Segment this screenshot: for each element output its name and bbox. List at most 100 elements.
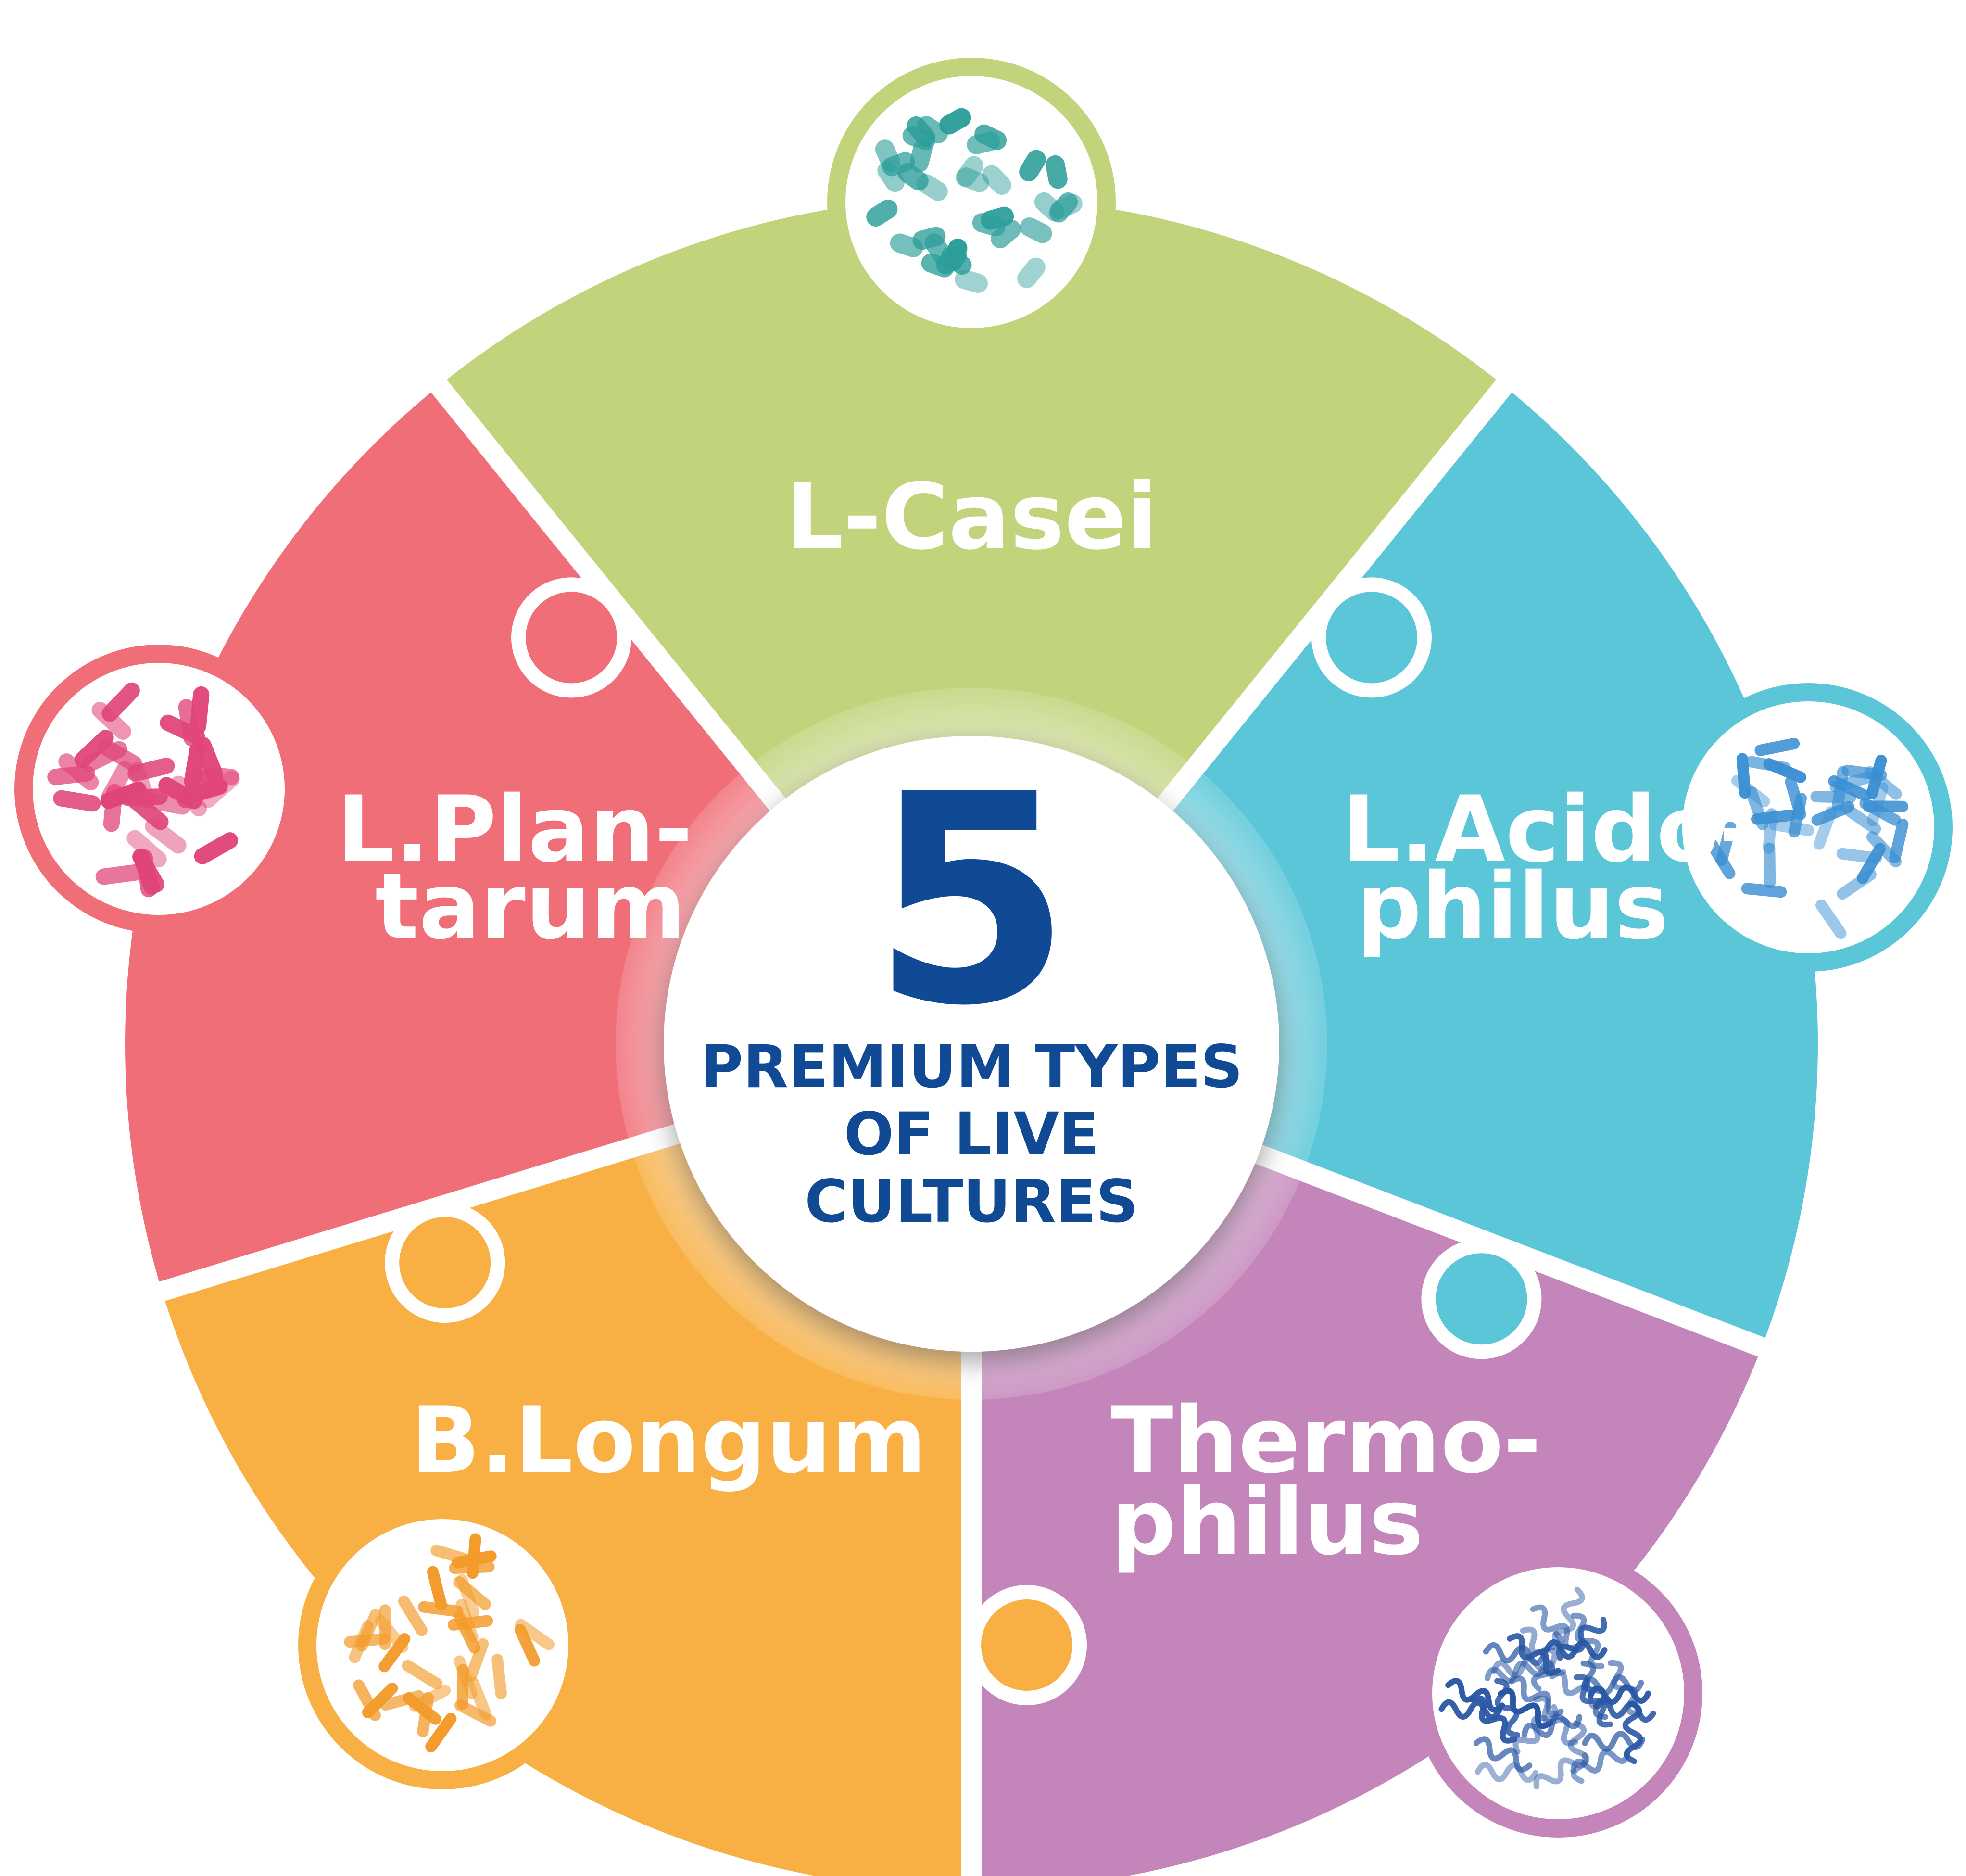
label-thermophilus-line-1: Thermo-	[1111, 1387, 1541, 1494]
orange-branched-bacteria-icon	[298, 1501, 587, 1789]
puzzle-knob-fill	[1325, 592, 1417, 684]
label-plantarum-line-1: L.Plan-	[337, 776, 693, 883]
microbe-cell	[974, 124, 1007, 150]
microbe-cell	[1520, 1626, 1566, 1676]
microbe-cell	[145, 818, 187, 854]
microbe-cell	[1763, 758, 1806, 783]
microbe-cell	[101, 682, 140, 722]
microbe-cell	[58, 753, 99, 791]
microbe-cell	[1580, 1661, 1608, 1720]
microbe-cell	[127, 758, 175, 782]
microbe-cell	[453, 1576, 491, 1610]
microbe-cell	[1706, 838, 1736, 879]
microbe-cell	[379, 1604, 391, 1650]
microbe-cell	[1531, 1631, 1564, 1692]
microbe-cell	[1859, 798, 1901, 826]
microbe-cell	[1866, 754, 1887, 799]
puzzle-knob-4	[967, 1585, 1087, 1705]
microbe-cell	[1438, 1699, 1502, 1721]
center-hub: 5 PREMIUM TYPES OF LIVE CULTURES	[616, 688, 1327, 1400]
microbe-cell	[1017, 257, 1046, 289]
microbe-cell	[126, 830, 167, 868]
microbe-cell	[906, 116, 935, 147]
microbe-cell	[924, 233, 952, 265]
microbe-cell	[866, 199, 898, 227]
microbe-cell	[1483, 1642, 1547, 1666]
microbe-cell	[143, 792, 191, 815]
microbe-cell	[1828, 775, 1871, 801]
microbe-cell	[1509, 1675, 1564, 1718]
microbe-cell	[1580, 1674, 1644, 1696]
blue-rod-bacteria-icon	[1664, 683, 1953, 972]
microbe-cell	[194, 832, 239, 864]
microbe-cell	[427, 1566, 447, 1611]
label-acidophilus-line-2: philus	[1356, 853, 1669, 960]
puzzle-knobs	[385, 577, 1542, 1705]
microbe-cell	[1049, 192, 1078, 223]
microbe-cell	[447, 1615, 493, 1631]
microbe-cell	[1473, 1736, 1533, 1773]
pink-flagellated-bacteria-icon	[14, 645, 303, 933]
microbe-cell	[956, 167, 989, 192]
label-acidophilus-line-1: L.Acido-	[1342, 776, 1757, 883]
microbe-cell	[1769, 819, 1815, 837]
microbe-cell	[380, 1690, 425, 1711]
microbe-cell	[890, 233, 923, 257]
microbe-cell	[191, 766, 239, 786]
segment-casei	[439, 197, 1504, 835]
segment-labels: L-Casei L.Acido- philus Thermo- philus B…	[337, 464, 1757, 1575]
label-plantarum-line-2: tarum	[375, 853, 686, 960]
blue-spiral-bacteria-icon	[1414, 1549, 1702, 1838]
center-number: 5	[871, 733, 1071, 1069]
microbe-cell	[1736, 753, 1751, 799]
microbe-cell	[362, 1682, 398, 1718]
puzzle-knob-fill	[981, 1599, 1072, 1691]
microbe-cell	[356, 1609, 381, 1652]
microbe-cell	[1741, 883, 1787, 898]
microbe-cell	[991, 219, 1021, 249]
microbe-cell	[956, 156, 983, 187]
microbe-cell	[1856, 843, 1886, 884]
puzzle-knob-3	[1421, 1239, 1542, 1359]
microbe-cell	[492, 1653, 507, 1699]
microbe-cell	[1764, 842, 1776, 888]
microbe-cell	[1533, 1752, 1588, 1790]
puzzle-knob-fill	[1436, 1253, 1527, 1345]
microbe-cell	[1491, 1656, 1554, 1678]
microbe-cell	[1570, 1749, 1631, 1774]
puzzle-knob-fill	[526, 592, 618, 684]
microbe-cell	[465, 1638, 489, 1682]
microbe-cell	[1754, 737, 1800, 756]
microbe-cell	[378, 1633, 411, 1673]
microbe-cell	[1445, 1678, 1505, 1713]
center-line-2: OF LIVE	[844, 1100, 1099, 1168]
microbe-cell	[1582, 1731, 1646, 1752]
microbe-cell	[1815, 899, 1847, 939]
microbe-cell	[1498, 1688, 1553, 1729]
microbe-cell	[160, 714, 205, 745]
microbe-cell	[133, 849, 160, 895]
label-casei: L-Casei	[785, 464, 1158, 570]
puzzle-knob-5	[385, 1202, 505, 1323]
label-longum: B.Longum	[410, 1387, 926, 1494]
microbe-cell	[921, 253, 954, 278]
label-thermophilus-line-2: philus	[1111, 1469, 1424, 1575]
microbe-cell	[53, 790, 101, 812]
microbe-cell	[1020, 217, 1052, 243]
microbe-cell	[515, 1619, 555, 1650]
microbe-cell	[430, 1545, 475, 1566]
microbe-cell	[1046, 155, 1068, 189]
microbe-cell	[1551, 1586, 1585, 1648]
microbe-cell	[1593, 1697, 1656, 1723]
microbe-cell	[1788, 792, 1807, 838]
microbe-cell	[95, 864, 144, 885]
microbe-cell	[955, 269, 988, 293]
microbe-cell	[1763, 808, 1777, 854]
puzzle-knob-1	[511, 577, 632, 698]
microbe-cell	[398, 1595, 428, 1636]
puzzle-knob-fill	[399, 1217, 491, 1308]
microbe-cell	[466, 1533, 481, 1579]
center-disc	[664, 736, 1279, 1352]
microbe-cell	[101, 761, 133, 806]
